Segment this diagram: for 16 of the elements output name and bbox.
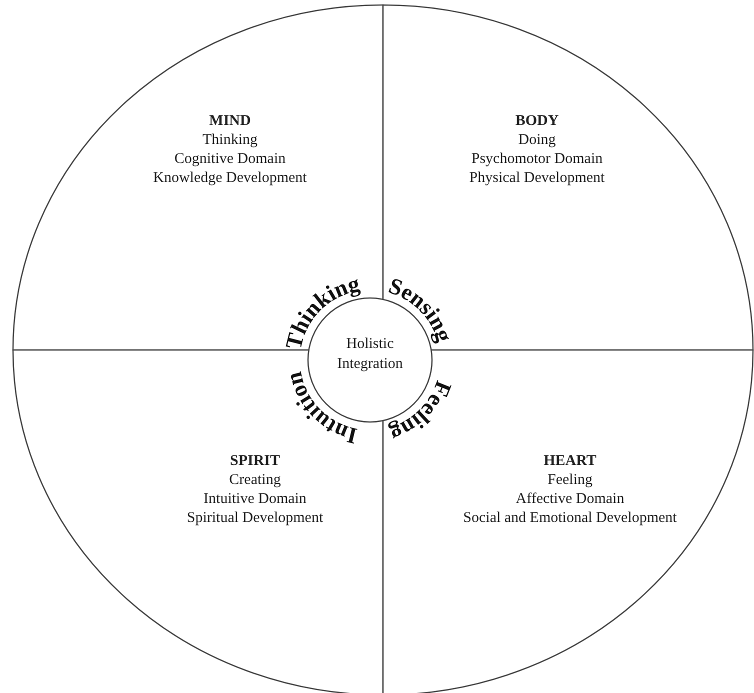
quadrant-text: Knowledge Development	[153, 169, 307, 188]
quadrant-heading: HEART	[542, 452, 598, 471]
quadrant-heading: MIND	[208, 112, 252, 131]
quadrant-text: Creating	[228, 471, 282, 490]
quadrant-text: Intuitive Domain	[202, 490, 308, 509]
quadrant-text: Spiritual Development	[186, 509, 324, 528]
quadrant-text: Psychomotor Domain	[470, 150, 604, 169]
quadrant-text: Doing	[517, 131, 557, 150]
quadrant-text: Social and Emotional Development	[463, 509, 677, 528]
quadrant-text: Physical Development	[469, 169, 605, 188]
quadrant-text: Feeling	[546, 471, 594, 490]
quadrant-text: Affective Domain	[514, 490, 626, 509]
quadrant-heading: SPIRIT	[228, 452, 281, 471]
quadrant-text: Thinking	[202, 131, 258, 150]
quadrant-text: Cognitive Domain	[173, 150, 287, 169]
quadrant-heading: BODY	[514, 112, 560, 131]
